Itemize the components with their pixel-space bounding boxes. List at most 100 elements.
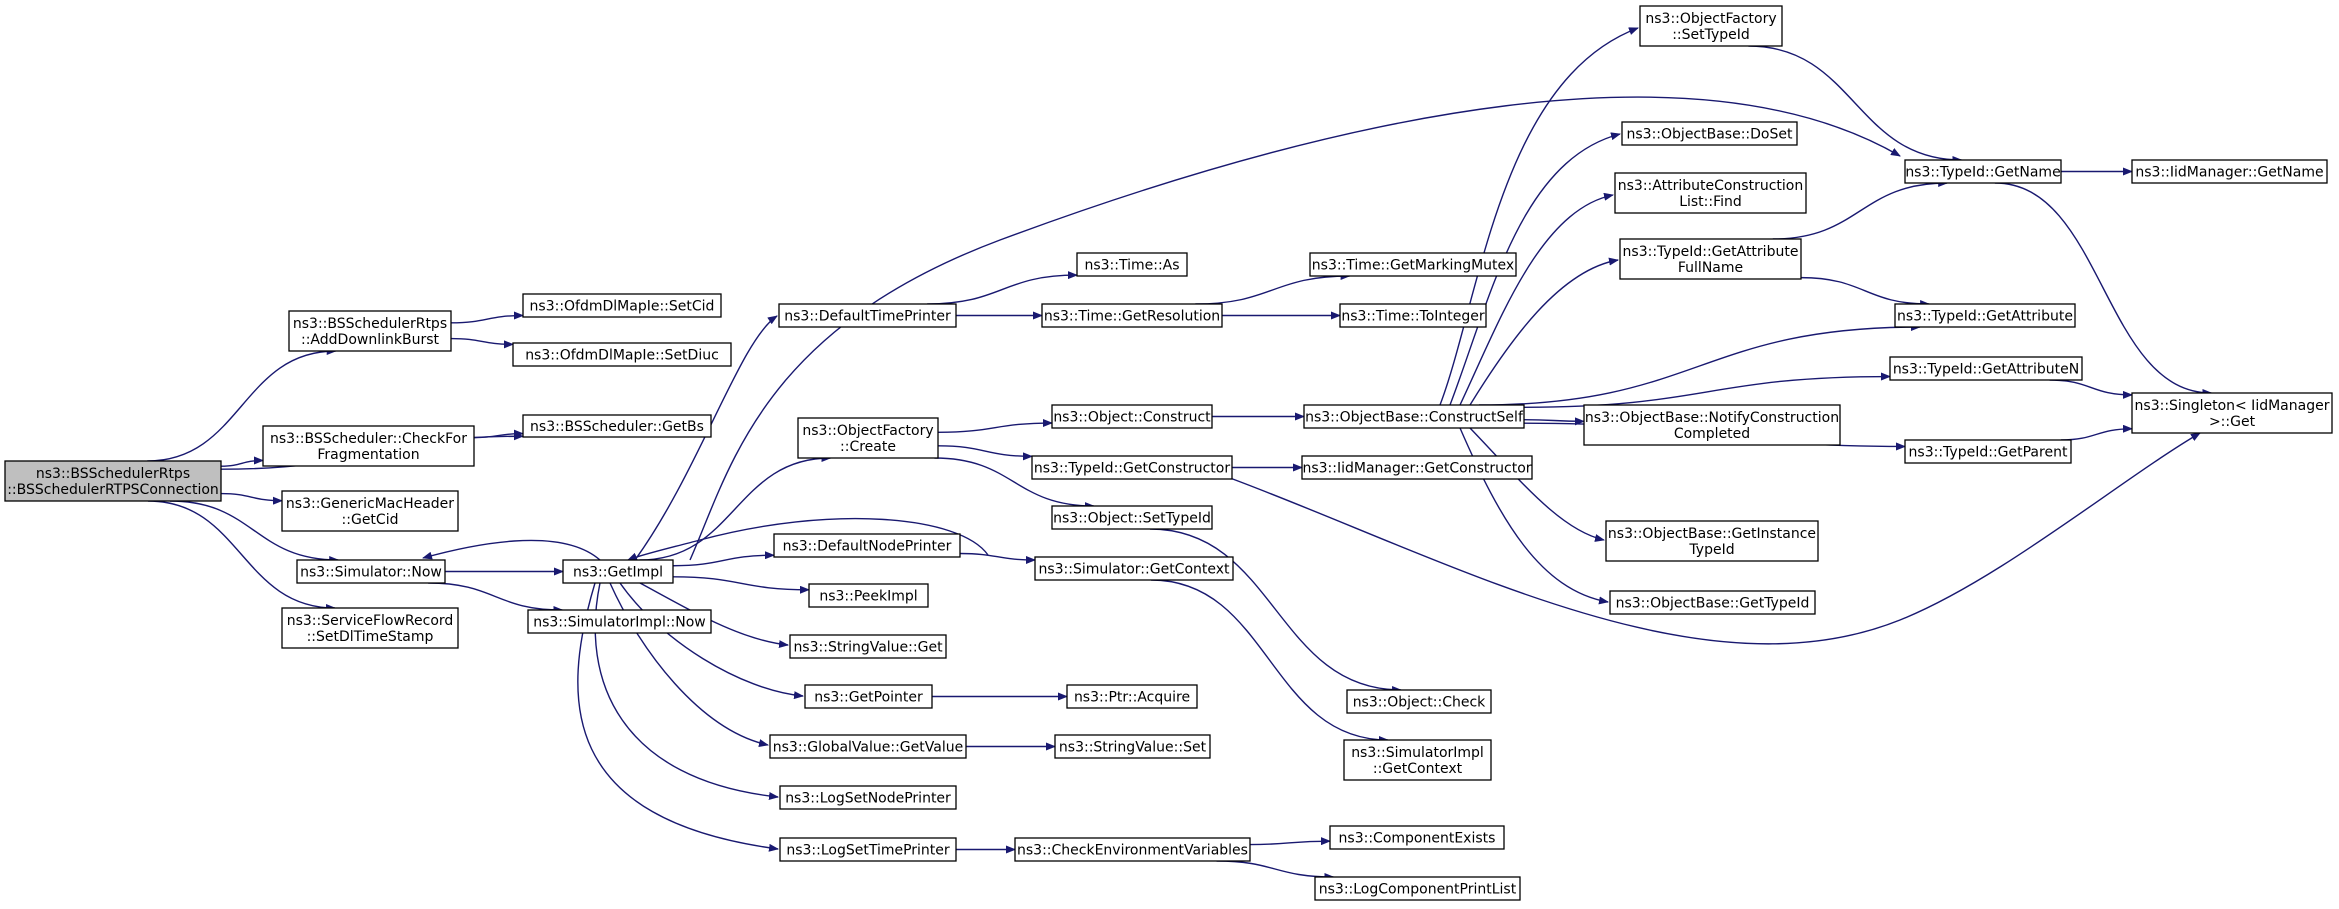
node-get-bs[interactable]: ns3::BSScheduler::GetBs	[522, 414, 712, 438]
node-root[interactable]: ns3::BSSchedulerRtps::BSSchedulerRTPSCon…	[4, 460, 222, 502]
edge-typeid_get_attr_full-to-typeid_get_name	[1772, 179, 1949, 240]
node-box	[1314, 876, 1521, 901]
node-box	[262, 425, 475, 467]
node-obj-set-typeid[interactable]: ns3::Object::SetTypeId	[1051, 505, 1213, 530]
edge-ob_construct_self-to-ob_get_typeid	[1459, 427, 1609, 605]
node-typeid-get-attr-n[interactable]: ns3::TypeId::GetAttributeN	[1889, 356, 2083, 381]
node-label: ns3::TypeId::GetConstructor	[1034, 461, 1230, 477]
edge-typeid_get_attr_full-to-typeid_get_attr	[1800, 276, 1931, 308]
node-set-dl-ts[interactable]: ns3::ServiceFlowRecord::SetDlTimeStamp	[281, 607, 459, 649]
node-label: ns3::Object::Check	[1353, 695, 1486, 711]
edge-get_impl-to-default_time_printer	[634, 315, 778, 561]
node-ob-construct-self[interactable]: ns3::ObjectBase::ConstructSelf	[1303, 404, 1525, 429]
node-typeid-get-ctor[interactable]: ns3::TypeId::GetConstructor	[1031, 455, 1233, 480]
node-label: Completed	[1674, 426, 1750, 442]
node-comp-exists[interactable]: ns3::ComponentExists	[1329, 825, 1505, 850]
node-singleton-get[interactable]: ns3::Singleton< IidManager>::Get	[2131, 392, 2333, 434]
edge-ob_construct_self-to-acl_find	[1459, 192, 1614, 406]
node-label: ns3::Object::Construct	[1053, 410, 1211, 426]
node-peek-impl[interactable]: ns3::PeekImpl	[808, 583, 929, 608]
node-simimpl-now[interactable]: ns3::SimulatorImpl::Now	[527, 609, 712, 634]
node-label: ns3::Object::SetTypeId	[1053, 511, 1211, 527]
node-set-cid[interactable]: ns3::OfdmDlMapIe::SetCid	[522, 293, 722, 318]
node-sim-now[interactable]: ns3::Simulator::Now	[296, 559, 446, 584]
node-ob-get-typeid[interactable]: ns3::ObjectBase::GetTypeId	[1609, 590, 1816, 615]
node-label: ns3::BSScheduler::GetBs	[530, 419, 704, 435]
node-label: ::Create	[840, 439, 896, 455]
node-get-pointer[interactable]: ns3::GetPointer	[804, 684, 933, 709]
node-typeid-get-attr[interactable]: ns3::TypeId::GetAttribute	[1894, 303, 2076, 328]
node-box	[1339, 303, 1487, 328]
node-strval-set[interactable]: ns3::StringValue::Set	[1054, 734, 1211, 759]
node-typeid-get-name[interactable]: ns3::TypeId::GetName	[1904, 159, 2062, 184]
node-simimpl-get-ctx[interactable]: ns3::SimulatorImpl::GetContext	[1343, 739, 1492, 781]
edge-ob_construct_self-to-ob_notify	[1523, 417, 1585, 426]
node-box	[512, 342, 732, 367]
node-typeid-get-parent[interactable]: ns3::TypeId::GetParent	[1904, 439, 2072, 464]
node-log-set-node[interactable]: ns3::LogSetNodePrinter	[779, 785, 957, 810]
node-of-set-typeid[interactable]: ns3::ObjectFactory::SetTypeId	[1639, 5, 1783, 47]
node-label: ns3::GetPointer	[814, 690, 923, 706]
node-get-cid[interactable]: ns3::GenericMacHeader::GetCid	[281, 490, 459, 532]
node-obj-construct[interactable]: ns3::Object::Construct	[1051, 404, 1213, 429]
edge-sim_now-to-simimpl_now	[428, 582, 564, 614]
edge-of_set_typeid-to-typeid_get_name	[1748, 45, 1963, 164]
node-label: TypeId	[1688, 542, 1734, 558]
node-time-get-res[interactable]: ns3::Time::GetResolution	[1041, 303, 1223, 328]
node-label: ns3::TypeId::GetName	[1905, 165, 2060, 181]
node-check-env[interactable]: ns3::CheckEnvironmentVariables	[1014, 837, 1251, 862]
node-set-diuc[interactable]: ns3::OfdmDlMapIe::SetDiuc	[512, 342, 732, 367]
node-label: ns3::Time::GetMarkingMutex	[1312, 258, 1514, 274]
edge-default_node_printer-to-sim_get_ctx	[959, 552, 1036, 564]
node-log-set-time[interactable]: ns3::LogSetTimePrinter	[779, 837, 957, 862]
node-of-create[interactable]: ns3::ObjectFactory::Create	[797, 417, 939, 459]
edge-ob_construct_self-to-typeid_get_attr	[1479, 323, 1921, 406]
node-label: ns3::IidManager::GetName	[2135, 165, 2323, 181]
edge-root-to-set_dl_ts	[147, 500, 337, 612]
node-gv-getvalue[interactable]: ns3::GlobalValue::GetValue	[769, 734, 967, 759]
node-box	[1621, 121, 1798, 146]
node-label: Fragmentation	[317, 447, 419, 463]
edge-get_impl-to-sim_now	[422, 539, 601, 561]
node-label: ns3::TypeId::GetAttribute	[1623, 244, 1799, 260]
node-label: ns3::StringValue::Get	[793, 640, 943, 656]
node-time-marking[interactable]: ns3::Time::GetMarkingMutex	[1309, 252, 1517, 277]
node-obj-check[interactable]: ns3::Object::Check	[1346, 689, 1492, 714]
node-sim-get-ctx[interactable]: ns3::Simulator::GetContext	[1034, 556, 1234, 581]
edge-obj_set_typeid-to-obj_check	[1149, 528, 1403, 694]
node-log-comp-print[interactable]: ns3::LogComponentPrintList	[1314, 876, 1521, 901]
node-add-dl-burst[interactable]: ns3::BSSchedulerRtps::AddDownlinkBurst	[288, 310, 452, 352]
node-iid-get-ctor[interactable]: ns3::IidManager::GetConstructor	[1301, 455, 1533, 480]
node-ob-notify[interactable]: ns3::ObjectBase::NotifyConstructionCompl…	[1583, 404, 1841, 446]
node-label: ns3::SimulatorImpl	[1351, 745, 1484, 761]
node-label: ::BSSchedulerRTPSConnection	[7, 482, 219, 498]
node-box	[2131, 392, 2333, 434]
node-label: ns3::CheckEnvironmentVariables	[1017, 843, 1248, 859]
edge-ob_construct_self-to-ob_get_instance	[1469, 427, 1605, 542]
edge-get_impl-to-typeid_get_name	[689, 96, 1901, 561]
edge-root-to-get_cid	[220, 492, 283, 505]
node-ptr-acquire[interactable]: ns3::Ptr::Acquire	[1066, 684, 1198, 709]
node-label: ns3::Time::GetResolution	[1044, 309, 1220, 325]
node-time-as[interactable]: ns3::Time::As	[1076, 252, 1188, 277]
node-box	[1609, 590, 1816, 615]
edge-time_get_res-to-time_marking	[1195, 272, 1351, 305]
node-ob-doset[interactable]: ns3::ObjectBase::DoSet	[1621, 121, 1798, 146]
node-iid-get-name[interactable]: ns3::IidManager::GetName	[2131, 159, 2328, 184]
node-label: FullName	[1678, 260, 1743, 276]
node-get-impl[interactable]: ns3::GetImpl	[562, 559, 674, 584]
node-default-time-printer[interactable]: ns3::DefaultTimePrinter	[778, 303, 957, 328]
node-default-node-printer[interactable]: ns3::DefaultNodePrinter	[773, 533, 961, 558]
node-strval-get[interactable]: ns3::StringValue::Get	[789, 634, 947, 659]
node-label: ns3::OfdmDlMapIe::SetDiuc	[525, 348, 719, 364]
node-label: ns3::Ptr::Acquire	[1074, 690, 1190, 706]
node-box	[797, 417, 939, 459]
node-box	[804, 684, 933, 709]
node-time-tointeger[interactable]: ns3::Time::ToInteger	[1339, 303, 1487, 328]
node-box	[1614, 172, 1807, 214]
node-box	[2131, 159, 2328, 184]
